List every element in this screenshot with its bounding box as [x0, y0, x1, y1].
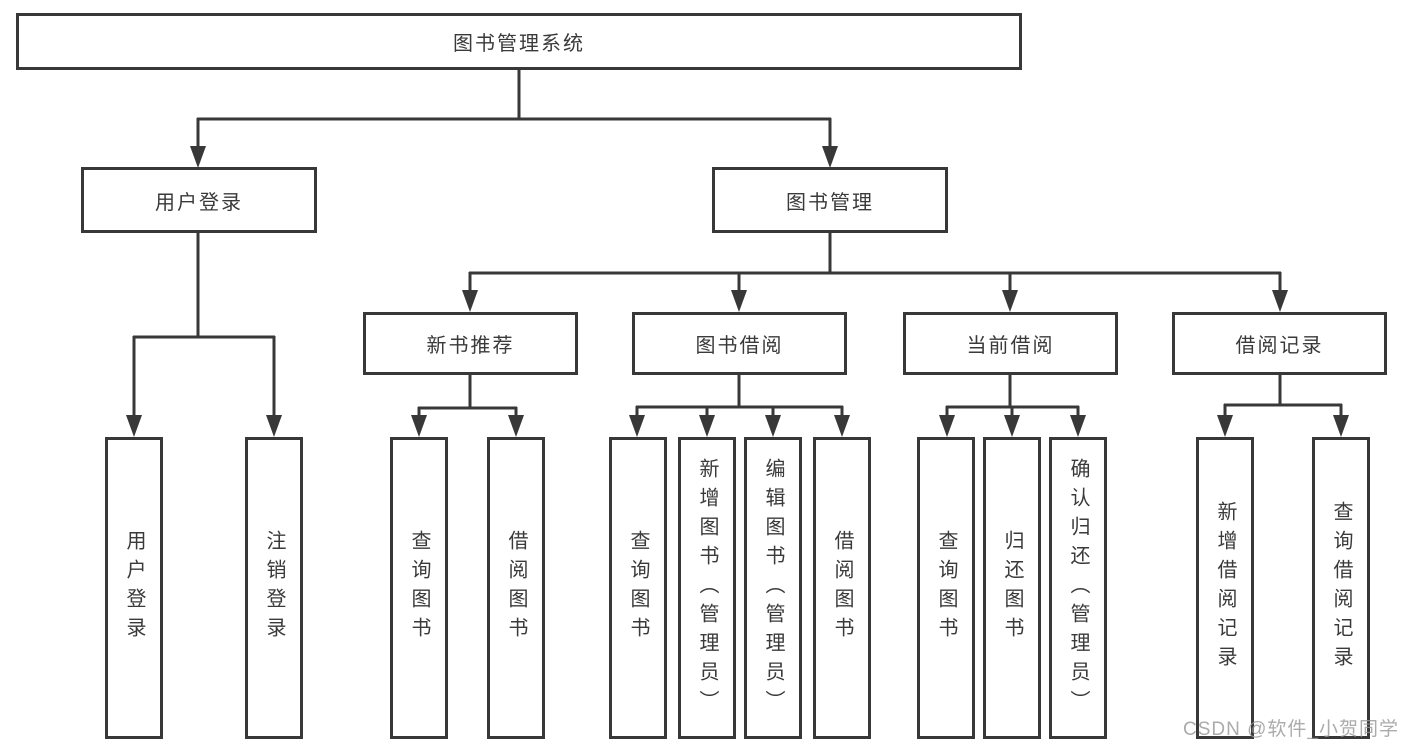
node-label: 确认归还（管理员）: [1067, 457, 1089, 719]
leaf-query-books-recommend: 查询图书: [390, 437, 448, 739]
node-label: 查询借阅记录: [1330, 501, 1352, 675]
leaf-query-borrow-record: 查询借阅记录: [1312, 437, 1370, 739]
leaf-query-books-borrow: 查询图书: [609, 437, 667, 739]
node-label: 图书借阅: [695, 335, 784, 357]
leaf-confirm-return-admin: 确认归还（管理员）: [1049, 437, 1107, 739]
node-book-borrowing: 图书借阅: [632, 312, 847, 375]
leaf-query-books-current: 查询图书: [917, 437, 975, 739]
leaf-borrow-books: 借阅图书: [813, 437, 871, 739]
node-label: 查询图书: [408, 530, 430, 646]
node-label: 查询图书: [627, 530, 649, 646]
leaf-edit-book-admin: 编辑图书（管理员）: [744, 437, 802, 739]
node-label: 借阅记录: [1235, 335, 1324, 357]
node-label: 借阅图书: [831, 530, 853, 646]
node-label: 编辑图书（管理员）: [762, 457, 784, 719]
node-label: 当前借阅: [966, 335, 1055, 357]
node-label: 图书管理系统: [453, 33, 585, 55]
node-label: 注销登录: [263, 530, 285, 646]
node-label: 新书推荐: [426, 335, 515, 357]
node-label: 新增借阅记录: [1214, 501, 1236, 675]
node-current-borrowing: 当前借阅: [903, 312, 1118, 375]
node-label: 查询图书: [935, 530, 957, 646]
node-borrowing-records: 借阅记录: [1172, 312, 1387, 375]
leaf-user-login: 用户登录: [105, 437, 163, 739]
node-label: 归还图书: [1001, 530, 1023, 646]
leaf-add-book-admin: 新增图书（管理员）: [678, 437, 736, 739]
leaf-borrow-books-recommend: 借阅图书: [487, 437, 545, 739]
leaf-logout: 注销登录: [245, 437, 303, 739]
csdn-watermark: CSDN @软件_小贺同学: [1183, 719, 1399, 740]
leaf-return-book: 归还图书: [983, 437, 1041, 739]
node-label: 用户登录: [123, 530, 145, 646]
node-new-book-recommendation: 新书推荐: [363, 312, 578, 375]
node-label: 借阅图书: [505, 530, 527, 646]
node-label: 图书管理: [786, 191, 874, 214]
node-book-management: 图书管理: [712, 167, 948, 233]
node-user-login: 用户登录: [81, 167, 317, 233]
node-library-management-system: 图书管理系统: [16, 13, 1022, 70]
leaf-add-borrow-record: 新增借阅记录: [1196, 437, 1254, 739]
node-label: 新增图书（管理员）: [696, 457, 718, 719]
node-label: 用户登录: [155, 191, 243, 214]
